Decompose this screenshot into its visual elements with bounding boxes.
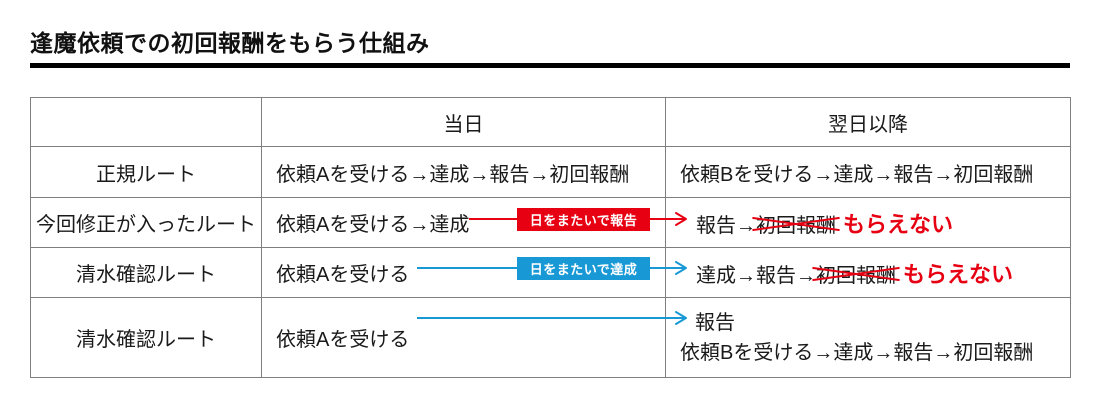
no-reward-note: もらえない: [843, 211, 954, 237]
next-day-flow: 達成→報告→初回報酬もらえない: [665, 247, 1071, 298]
cross-day-achieve-badge: 日をまたいで達成: [517, 257, 650, 280]
reward-flow-table: 当日 翌日以降 正規ルート 依頼Aを受ける→達成→報告→初回報酬 依頼Bを受ける…: [30, 97, 1071, 378]
flow-prefix: 報告→: [696, 214, 756, 237]
route-label: 今回修正が入ったルート: [30, 197, 262, 248]
header-route: [30, 97, 262, 147]
table-header-row: 当日 翌日以降: [30, 97, 1071, 147]
blue-plain-arrow: [417, 311, 687, 325]
route-label: 清水確認ルート: [30, 297, 262, 378]
flow-prefix: 達成→報告→: [696, 264, 816, 287]
no-reward-note: もらえない: [903, 261, 1014, 287]
struck-first-reward: 初回報酬: [816, 259, 896, 288]
route-label: 正規ルート: [30, 146, 262, 198]
table-row-shimizu-check-route-2: 清水確認ルート 依頼Aを受ける 報告 依頼Bを受ける→達成→報告→初回報酬: [30, 297, 1071, 378]
cross-day-report-badge: 日をまたいで報告: [517, 208, 650, 231]
today-flow: 依頼Aを受ける: [261, 297, 666, 378]
flow-line-request-b: 依頼Bを受ける→達成→報告→初回報酬: [680, 341, 1034, 364]
header-next-day: 翌日以降: [665, 97, 1071, 147]
next-day-flow: 報告 依頼Bを受ける→達成→報告→初回報酬: [665, 297, 1071, 378]
header-today: 当日: [261, 97, 666, 147]
next-day-flow: 報告→初回報酬もらえない: [665, 197, 1071, 248]
table-row-regular-route: 正規ルート 依頼Aを受ける→達成→報告→初回報酬 依頼Bを受ける→達成→報告→初…: [30, 146, 1071, 198]
page-title: 逢魔依頼での初回報酬をもらう仕組み: [30, 30, 430, 56]
route-label: 清水確認ルート: [30, 247, 262, 298]
title-underline: [30, 63, 1070, 68]
flow-line-report: 報告: [695, 311, 735, 334]
next-day-flow: 依頼Bを受ける→達成→報告→初回報酬: [665, 146, 1071, 198]
struck-first-reward: 初回報酬: [756, 209, 836, 238]
today-flow: 依頼Aを受ける→達成→報告→初回報酬: [261, 146, 666, 198]
